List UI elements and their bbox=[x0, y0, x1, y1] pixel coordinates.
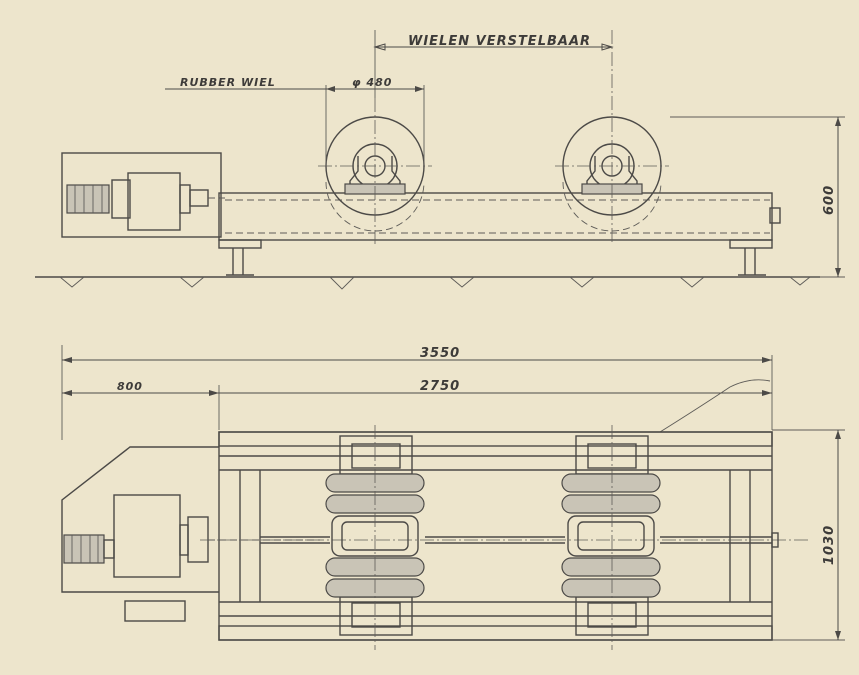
dim-wheels-adjustable bbox=[373, 30, 614, 98]
motor-side bbox=[66, 184, 110, 214]
dim-frame-width bbox=[772, 429, 845, 641]
wheel-assembly-left-top bbox=[325, 425, 425, 650]
label-overall-length: 3550 bbox=[420, 346, 460, 361]
rubber-wheel-1 bbox=[318, 98, 432, 245]
dim-frame-length bbox=[219, 379, 772, 433]
ground-hatch bbox=[59, 276, 811, 290]
label-motor-offset: 800 bbox=[117, 380, 143, 393]
gearbox-side bbox=[127, 172, 181, 231]
top-view bbox=[61, 345, 845, 650]
motor-platform-top bbox=[61, 446, 219, 593]
label-frame-length: 2750 bbox=[420, 379, 460, 394]
wheel-assembly-right-top bbox=[561, 425, 661, 650]
coupling-side bbox=[111, 179, 131, 219]
motor-top bbox=[63, 534, 105, 564]
main-beam-side bbox=[218, 192, 773, 241]
label-frame-width: 1030 bbox=[822, 525, 837, 565]
label-rubber-wheel: RUBBER WIEL bbox=[180, 76, 276, 89]
foot-left bbox=[218, 239, 262, 276]
dim-wheel-diameter bbox=[165, 85, 425, 166]
label-height: 600 bbox=[822, 185, 837, 215]
gearbox-top bbox=[113, 494, 181, 578]
side-view bbox=[35, 30, 845, 290]
motor-housing-side bbox=[61, 152, 222, 238]
label-wheel-diameter: φ 480 bbox=[352, 76, 392, 89]
label-wheels-adjustable: WIELEN VERSTELBAAR bbox=[408, 34, 591, 49]
dim-height bbox=[670, 116, 845, 278]
control-box-top bbox=[124, 600, 186, 622]
main-frame-top bbox=[218, 431, 773, 641]
rubber-wheel-2 bbox=[555, 30, 669, 245]
foot-right bbox=[729, 239, 773, 276]
